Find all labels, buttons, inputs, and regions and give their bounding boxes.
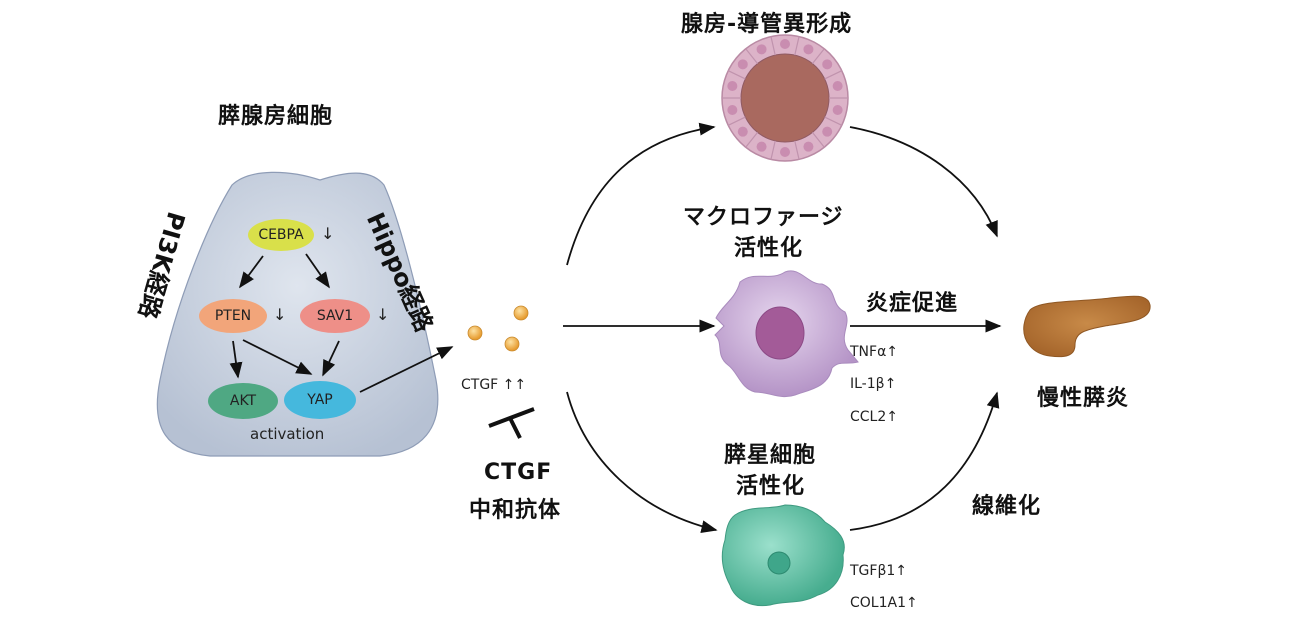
node-akt: AKT <box>208 383 278 419</box>
acinus-cell-border <box>727 116 746 126</box>
acinus-cell-nucleus <box>737 126 748 137</box>
ctgf-antibody-label-line2: 中和抗体 <box>469 498 562 523</box>
marker-tgfb1: TGFβ1↑ <box>850 563 908 579</box>
acinus-cell-border <box>727 70 746 80</box>
antibody-inhibit-stem <box>508 417 522 439</box>
macrophage-illustration <box>714 270 859 398</box>
adm-label: 腺房-導管異形成 <box>681 12 853 37</box>
sav1-down-arrow: ↓ <box>376 305 390 324</box>
node-yap-label: YAP <box>307 392 333 408</box>
acinus-cell-border <box>824 116 843 126</box>
node-pten: PTEN <box>199 299 267 333</box>
stellate-label-line2: 活性化 <box>736 474 806 499</box>
marker-il1b: IL-1β↑ <box>850 376 897 392</box>
acinus-cell-nucleus <box>803 44 814 55</box>
marker-ccl2: CCL2↑ <box>850 409 898 425</box>
node-yap: YAP <box>284 381 356 419</box>
arrow-stellate-pancreatitis <box>849 391 1000 531</box>
acinus-cell-border <box>811 48 825 64</box>
pancreas-illustration <box>1023 295 1151 358</box>
acinus-cell-border <box>770 140 776 160</box>
acinus-cell-nucleus <box>780 39 790 49</box>
acinus-cell-nucleus <box>803 141 814 152</box>
arrow-yap-ctgf <box>359 346 454 393</box>
stellate-cell-illustration <box>721 504 845 607</box>
marker-tnfa: TNFα↑ <box>850 344 899 360</box>
ctgf-dot <box>504 336 520 352</box>
acinus-cell-nucleus <box>832 80 843 91</box>
node-akt-label: AKT <box>229 393 257 409</box>
acinus-cell-border <box>794 36 800 56</box>
acinus-cell-border <box>745 132 759 148</box>
acinus-cell-nucleus <box>822 126 833 137</box>
arrow-ctgf-adm <box>566 122 716 266</box>
acinus-cell-border <box>770 36 776 56</box>
fibrosis-label: 線維化 <box>972 494 1042 519</box>
node-pten-label: PTEN <box>214 308 252 324</box>
acinus-cell-nucleus <box>822 59 833 70</box>
inflammation-label: 炎症促進 <box>866 291 959 316</box>
acinar-cell-title: 膵腺房細胞 <box>218 104 334 129</box>
arrow-adm-pancreatitis <box>849 126 998 238</box>
adm-acinus-illustration <box>721 34 849 162</box>
node-sav1: SAV1 <box>300 299 370 333</box>
acinus-cell-nucleus <box>756 44 767 55</box>
acinus-cell-nucleus <box>737 59 748 70</box>
marker-col1a1: COL1A1↑ <box>850 595 918 611</box>
arrow-sav1-yap <box>322 340 340 377</box>
acinus-cell-nucleus <box>727 105 738 116</box>
acinus-cell-border <box>824 70 843 80</box>
node-sav1-label: SAV1 <box>316 308 354 324</box>
acinus-cell-nucleus <box>832 105 843 116</box>
ctgf-label: CTGF ↑↑ <box>461 377 527 393</box>
ctgf-dot <box>467 325 483 341</box>
arrow-pten-yap <box>242 339 313 375</box>
node-cebpa: CEBPA <box>248 219 314 251</box>
acinus-cell-border <box>794 140 800 160</box>
node-cebpa-label: CEBPA <box>258 227 304 243</box>
acinus-cell-border <box>745 48 759 64</box>
cebpa-down-arrow: ↓ <box>321 224 335 243</box>
arrow-ctgf-stellate <box>566 391 718 533</box>
chronic-pancreatitis-label: 慢性膵炎 <box>1037 386 1130 411</box>
ctgf-dot <box>513 305 529 321</box>
arrow-cebpa-sav1 <box>305 253 330 289</box>
macrophage-label-line1: マクロファージ <box>683 205 844 230</box>
arrow-pten-akt <box>229 340 243 379</box>
acinus-cell-nucleus <box>780 147 790 157</box>
arrow-cebpa-pten <box>239 255 264 289</box>
pten-down-arrow: ↓ <box>273 305 287 324</box>
activation-label: activation <box>250 425 325 443</box>
acinus-cell-nucleus <box>756 141 767 152</box>
acinus-cell-border <box>811 132 825 148</box>
acinus-cell-nucleus <box>727 80 738 91</box>
ctgf-antibody-label-line1: CTGF <box>484 460 553 485</box>
stellate-label-line1: 膵星細胞 <box>724 443 817 468</box>
macrophage-label-line2: 活性化 <box>734 236 804 261</box>
